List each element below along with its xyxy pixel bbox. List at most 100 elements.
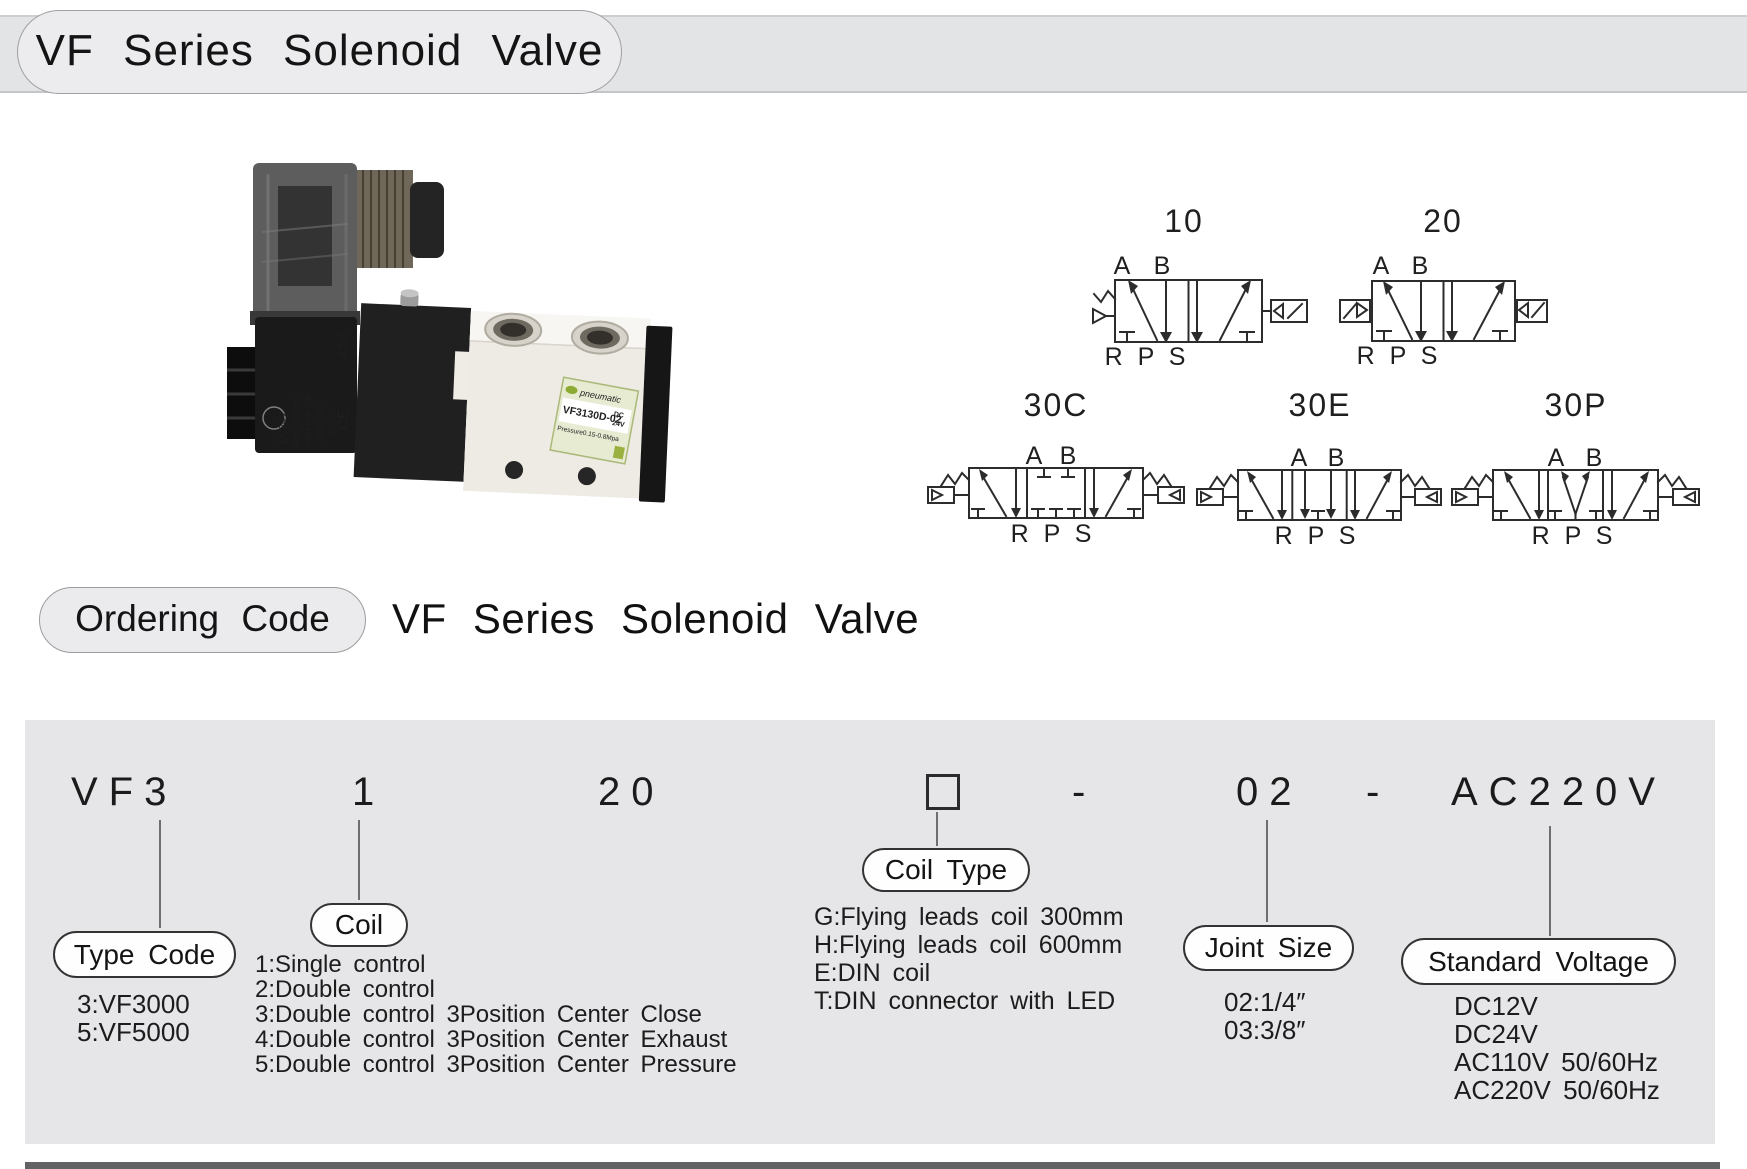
solenoid-pilot-icon <box>1261 299 1308 323</box>
svg-text:IP 65: IP 65 <box>327 415 337 436</box>
coil-option: 2:Double control <box>255 976 435 1003</box>
coil-type-placeholder-box <box>926 774 960 810</box>
svg-text:B: B <box>1586 444 1603 472</box>
coil-type-option: T:DIN connector with LED <box>814 987 1116 1015</box>
connector-line-coil <box>358 820 360 900</box>
svg-text:R P S: R P S <box>1532 522 1617 550</box>
valve-end-block <box>638 325 673 503</box>
coil-option: 3:Double control 3Position Center Close <box>255 1001 702 1028</box>
coil-type-option: E:DIN coil <box>814 959 931 987</box>
spring-solenoid-icon <box>1399 473 1442 506</box>
code-dash-1: - <box>1072 770 1097 814</box>
footer-rule <box>25 1162 1720 1169</box>
ordering-code-section-label: Ordering Code <box>39 587 366 653</box>
ordering-code-section-title: VF Series Solenoid Valve <box>392 595 920 642</box>
svg-text:B: B <box>1412 252 1429 280</box>
coil-type-options: G:Flying leads coil 300mm H:Flying leads… <box>814 903 1124 1015</box>
code-part-function: 20 <box>598 770 665 814</box>
type-code-options: 3:VF3000 5:VF5000 <box>77 990 190 1046</box>
svg-text:A: A <box>1114 252 1131 280</box>
svg-text:DC: DC <box>613 411 624 420</box>
solenoid-pilot-icon <box>1339 299 1373 323</box>
valve-symbol-20: 20 A B R P S <box>1339 203 1548 370</box>
voltage-option: DC24V <box>1454 1019 1538 1049</box>
svg-text:CE: CE <box>335 409 352 430</box>
solenoid-coil: DC24V Amp. 200mA Temp rise 65K 100% ED I… <box>227 317 357 453</box>
spring-return-icon <box>1092 289 1117 325</box>
mounting-hole <box>505 460 524 479</box>
spring-solenoid-icon <box>1656 473 1700 506</box>
coil-option: 4:Double control 3Position Center Exhaus… <box>255 1026 728 1053</box>
coil-type-option: H:Flying leads coil 600mm <box>814 931 1123 959</box>
svg-text:20: 20 <box>1423 203 1463 239</box>
svg-text:Amp. 200mA: Amp. 200mA <box>291 396 301 448</box>
coil-type-pill: Coil Type <box>862 848 1030 892</box>
spring-solenoid-icon <box>927 471 971 504</box>
valve-symbol-10: 10 A B R P S <box>1092 203 1308 371</box>
type-code-option: 3:VF3000 <box>77 989 190 1019</box>
voltage-options: DC12V DC24V AC110V 50/60Hz AC220V 50/60H… <box>1454 992 1660 1104</box>
page-title: VF Series Solenoid Valve <box>17 10 622 94</box>
product-label: pneumatic VF3130D-02 DC 24V Pressure0.15… <box>549 376 640 465</box>
svg-text:DC24V: DC24V <box>278 411 289 444</box>
svg-text:A: A <box>1548 444 1565 472</box>
code-part-coil: 1 <box>352 770 386 814</box>
svg-text:B: B <box>1328 444 1345 472</box>
connector-line-voltage <box>1549 826 1551 936</box>
coil-option: 1:Single control <box>255 951 426 978</box>
mounting-hole <box>577 467 596 486</box>
standard-voltage-pill: Standard Voltage <box>1401 938 1676 985</box>
svg-text:R P S: R P S <box>1011 520 1096 548</box>
connector-line-coil-type <box>936 812 938 846</box>
valve-symbol-30c: 30C A B R P S <box>927 387 1185 548</box>
code-dash-2: - <box>1366 770 1391 814</box>
valve-symbol-30p: 30P A B R P <box>1451 387 1700 550</box>
solenoid-pilot-icon <box>1514 299 1548 323</box>
svg-text:R P S: R P S <box>1357 342 1442 370</box>
spring-solenoid-icon <box>1451 473 1495 506</box>
spring-solenoid-icon <box>1196 473 1240 506</box>
svg-text:A: A <box>1026 442 1043 470</box>
type-code-pill: Type Code <box>53 931 236 978</box>
port-a-opening <box>484 312 543 347</box>
svg-text:24V: 24V <box>611 420 625 429</box>
joint-size-options: 02:1/4″ 03:3/8″ <box>1224 988 1306 1044</box>
coil-options: 1:Single control 2:Double control 3:Doub… <box>255 952 737 1077</box>
svg-text:R P S: R P S <box>1105 343 1190 371</box>
valve-body-assembly: pneumatic VF3130D-02 DC 24V Pressure0.15… <box>353 289 673 503</box>
svg-text:30C: 30C <box>1024 387 1089 423</box>
valve-symbol-30e: 30E A B R P S <box>1196 387 1442 550</box>
joint-size-option: 03:3/8″ <box>1224 1015 1306 1045</box>
svg-text:A: A <box>1373 252 1390 280</box>
type-code-option: 5:VF5000 <box>77 1017 190 1047</box>
coil-option: 5:Double control 3Position Center Pressu… <box>255 1051 737 1078</box>
cable-gland <box>357 170 444 268</box>
voltage-option: AC110V 50/60Hz <box>1454 1047 1658 1077</box>
coil-pill: Coil <box>310 903 408 947</box>
svg-text:4.5W: 4.5W <box>338 333 349 357</box>
svg-text:Temp rise 65K: Temp rise 65K <box>303 392 313 450</box>
product-photo: DC24V Amp. 200mA Temp rise 65K 100% ED I… <box>227 163 673 503</box>
svg-text:30E: 30E <box>1289 387 1352 423</box>
din-connector <box>250 163 360 325</box>
connector-line-joint <box>1266 820 1268 922</box>
code-part-joint: 02 <box>1236 770 1303 814</box>
svg-text:B: B <box>1154 252 1171 280</box>
svg-text:B: B <box>1060 442 1077 470</box>
svg-text:10: 10 <box>1164 203 1204 239</box>
port-b-opening <box>570 320 629 355</box>
svg-text:R P S: R P S <box>1275 522 1360 550</box>
code-part-voltage: AC220V <box>1451 770 1666 814</box>
voltage-option: AC220V 50/60Hz <box>1454 1075 1660 1105</box>
joint-size-pill: Joint Size <box>1183 925 1354 971</box>
ordering-code-panel <box>25 720 1715 1144</box>
joint-size-option: 02:1/4″ <box>1224 987 1306 1017</box>
svg-text:100% ED: 100% ED <box>315 403 325 442</box>
connector-line-type <box>159 820 161 928</box>
spring-solenoid-icon <box>1141 471 1185 504</box>
coil-type-option: G:Flying leads coil 300mm <box>814 903 1124 931</box>
svg-text:A: A <box>1291 444 1308 472</box>
svg-text:30P: 30P <box>1545 387 1608 423</box>
code-part-type: VF3 <box>71 770 178 814</box>
